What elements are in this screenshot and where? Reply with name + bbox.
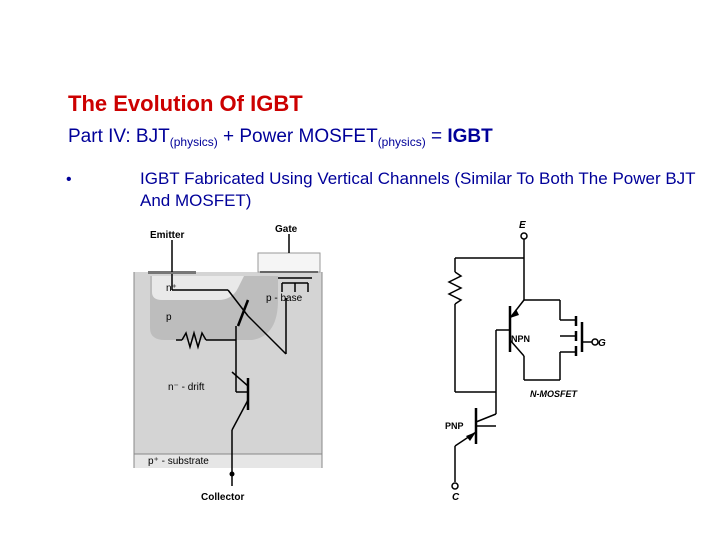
label-p-base: p - base xyxy=(266,293,303,304)
bullet-text: IGBT Fabricated Using Vertical Channels … xyxy=(140,169,696,210)
subtitle-result: IGBT xyxy=(447,126,493,147)
subtitle-sub-2: (physics) xyxy=(377,135,426,149)
slide-subtitle: Part IV: BJT(physics) + Power MOSFET(phy… xyxy=(68,126,493,149)
label-g: G xyxy=(598,338,606,349)
terminal-g xyxy=(591,338,599,346)
resistor-symbol xyxy=(447,271,463,305)
label-c: C xyxy=(452,492,460,503)
label-pnp: PNP xyxy=(445,421,464,431)
subtitle-equals: = xyxy=(425,126,448,147)
label-emitter: Emitter xyxy=(150,230,185,241)
slide-title: The Evolution Of IGBT xyxy=(68,91,303,116)
subtitle-prefix: Part IV: BJT xyxy=(68,126,170,147)
label-e: E xyxy=(519,220,526,231)
gate-poly xyxy=(257,252,321,273)
label-p: p xyxy=(166,312,172,323)
subtitle-middle: + Power MOSFET xyxy=(217,126,378,147)
substrate-region xyxy=(134,454,322,468)
resistor-symbol xyxy=(181,330,207,350)
subtitle-sub-1: (physics) xyxy=(169,135,218,149)
label-npn: NPN xyxy=(511,334,530,344)
label-p-substrate: p⁺ - substrate xyxy=(148,456,209,467)
label-gate: Gate xyxy=(275,224,298,235)
igbt-cross-section: Emitter Gate n⁺ p - base p n⁻ - drift p⁺… xyxy=(133,224,323,503)
bullet-marker: • xyxy=(66,171,72,188)
n-plus-region xyxy=(152,276,244,300)
label-collector: Collector xyxy=(201,492,244,503)
igbt-equivalent-circuit: E NPN G N-MOSFET PNP C xyxy=(445,220,606,503)
label-n-drift: n⁻ - drift xyxy=(168,382,205,393)
label-n-mosfet: N-MOSFET xyxy=(530,389,578,399)
label-n-plus: n⁺ xyxy=(166,283,177,294)
terminal-e xyxy=(520,232,528,240)
terminal-c xyxy=(451,482,459,490)
